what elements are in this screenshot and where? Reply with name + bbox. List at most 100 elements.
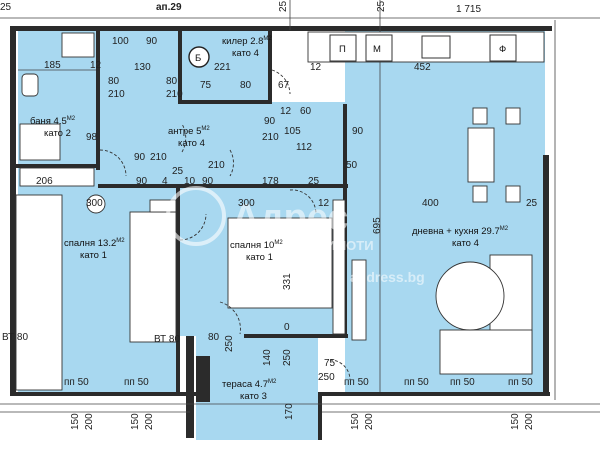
wall-bath-bottom [16, 164, 98, 168]
room-pantry-floor: като 4 [232, 48, 259, 59]
dim: пп 50 [508, 377, 533, 388]
dim: 250 [282, 349, 293, 366]
floor-hall [98, 30, 180, 186]
room-labels: баня 4.5M2 като 2 килер 2.8M2 като 4 ант… [30, 36, 509, 402]
fixture-fridge-label: П [339, 44, 346, 55]
fixture-boiler-label: Б [195, 53, 201, 64]
dimension-labels: 185 12 100 90 130 221 12 452 80 210 80 2… [2, 36, 538, 430]
wall-outer-top [12, 26, 552, 31]
watermark: Адрес ИМОТИ address.bg [166, 186, 425, 285]
wall-terrace-left [186, 336, 194, 438]
dim: ВТ 80 [154, 334, 180, 345]
apt-label: ап.29 [156, 2, 182, 13]
dim: 150 [510, 413, 521, 430]
dim: 200 [144, 413, 155, 430]
wall-pantry-bottom [178, 100, 272, 104]
chair-4 [505, 185, 521, 203]
dim: 25 [526, 198, 538, 209]
dim: 150 [70, 413, 81, 430]
room-bedroom1-floor: като 1 [80, 250, 107, 261]
wall-bed2-bottom [244, 334, 348, 338]
dim: 170 [284, 403, 295, 420]
dim: 80 [108, 76, 120, 87]
dim: пп 50 [124, 377, 149, 388]
header: ап.29 25 25 25 1 715 [0, 0, 481, 15]
floor-hall-mid [180, 102, 345, 186]
dim: 210 [150, 152, 167, 163]
room-terrace-name: тераса 4.7M2 [222, 379, 277, 390]
dim: 90 [136, 176, 148, 187]
boiler-circle [188, 46, 210, 68]
dim: 210 [208, 160, 225, 171]
dim: 12 [310, 62, 322, 73]
fixture-oven-label: Ф [499, 44, 506, 55]
dim: 4 [162, 176, 168, 187]
dining-table [467, 127, 495, 183]
wall-pantry-right [268, 30, 272, 104]
dim: 331 [282, 273, 293, 290]
dim: 250 [224, 335, 235, 352]
dim: 90 [264, 116, 276, 127]
wall-pantry-left [178, 30, 182, 104]
left-edge-dim: 25 [0, 2, 12, 13]
dim: 67 [278, 80, 290, 91]
wardrobe-bed1 [15, 194, 63, 391]
dim: 10 [184, 176, 196, 187]
floor-terrace [196, 336, 318, 440]
wall-bath-right [96, 30, 100, 170]
dim: 210 [166, 89, 183, 100]
dim: 178 [262, 176, 279, 187]
dim: 200 [364, 413, 375, 430]
walls [10, 26, 552, 440]
bed1 [129, 211, 177, 343]
chair-3 [472, 185, 488, 203]
dim: 130 [134, 62, 151, 73]
dim: 80 [166, 76, 178, 87]
dim: 300 [86, 198, 103, 209]
dim: 12 [90, 60, 102, 71]
room-hall-floor: като 4 [178, 138, 205, 149]
wall-terrace-right [318, 392, 322, 440]
top-dim-3: 1 715 [456, 4, 481, 15]
wall-outer-left [10, 26, 16, 394]
dim: 185 [44, 60, 61, 71]
dim: 80 [240, 80, 252, 91]
dim: 90 [202, 176, 214, 187]
dim: 0 [284, 322, 290, 333]
top-dim-2: 25 [376, 0, 387, 12]
wall-hall-right [343, 104, 347, 184]
room-bedroom2-name: спалня 10M2 [230, 240, 283, 251]
wall-bed1-right [176, 186, 180, 392]
dim: 90 [134, 152, 146, 163]
dim: 98 [86, 132, 98, 143]
dim: 300 [238, 198, 255, 209]
wall-outer-right [543, 155, 549, 395]
dim: пп 50 [64, 377, 89, 388]
wall-outer-bottom-right [318, 392, 550, 396]
fixture-microwave-label: М [373, 44, 381, 55]
oven-box [489, 34, 517, 62]
room-living-floor: като 4 [452, 238, 479, 249]
dim: пп 50 [344, 377, 369, 388]
microwave-box [365, 34, 393, 62]
toilet [21, 73, 39, 97]
dim: 100 [112, 36, 129, 47]
watermark-subtitle: ИМОТИ [326, 238, 374, 253]
watermark-logo-icon [166, 186, 226, 246]
rug [435, 261, 505, 331]
dim: 210 [108, 89, 125, 100]
chair-1 [472, 107, 488, 125]
dim: 25 [172, 166, 184, 177]
shower-tray [19, 123, 61, 161]
dim: 200 [84, 413, 95, 430]
dim: 105 [284, 126, 301, 137]
dim: 452 [414, 62, 431, 73]
dim: 12 [318, 198, 330, 209]
dim: 200 [524, 413, 535, 430]
dim: 90 [352, 126, 364, 137]
dim: 140 [262, 349, 273, 366]
room-pantry-name: килер 2.8M2 [222, 36, 272, 47]
dim: ВТ 80 [2, 332, 28, 343]
tv-stand [351, 259, 367, 341]
